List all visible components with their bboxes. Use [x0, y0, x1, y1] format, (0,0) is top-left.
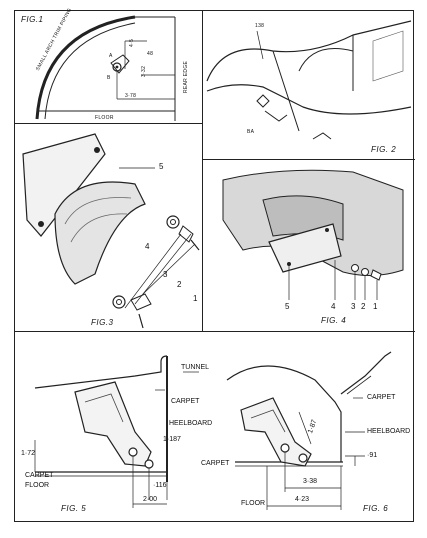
- divider-row2: [15, 331, 415, 333]
- fig1-rear-edge-label: REAR EDGE: [183, 60, 189, 93]
- fig3-callout-1: 1: [193, 294, 198, 303]
- fig3-callout-5: 5: [159, 162, 164, 171]
- fig2-ref-top: 138: [255, 23, 265, 29]
- fig4-callout-4: 4: [331, 302, 336, 311]
- fig5-dim-200: 2·00: [143, 496, 158, 503]
- fig4-callout-2: 2: [361, 302, 366, 311]
- fig6-dim-338: 3·38: [303, 478, 318, 485]
- fig6-carpet-top-label: CARPET: [367, 394, 396, 401]
- fig4-callout-1: 1: [373, 302, 378, 311]
- fig1-dim-bottom: 3·78: [125, 93, 137, 99]
- fig5-tunnel-label: TUNNEL: [181, 364, 210, 371]
- fig4-callout-3: 3: [351, 302, 356, 311]
- fig6-panel: CARPET HEELBOARD 1·87 ·91 CARPET 3·38 4·…: [201, 332, 415, 523]
- fig1-dim-top: 48: [147, 51, 154, 57]
- fig6-carpet-left-label: CARPET: [201, 460, 230, 467]
- fig5-heelboard-label: HEELBOARD: [169, 420, 213, 427]
- fig2-panel: 138 BA FIG. 2: [203, 11, 415, 159]
- fig1-point-a: A: [109, 53, 113, 59]
- fig5-dim-172: 1·72: [21, 450, 36, 457]
- divider-row1-left: [15, 123, 203, 125]
- fig2-drawing: [206, 20, 412, 140]
- fig4-panel: 5 4 3 2 1 FIG. 4: [203, 160, 415, 331]
- fig3-callout-3: 3: [163, 270, 168, 279]
- fig6-drawing: [226, 351, 392, 510]
- fig3-callout-2: 2: [177, 280, 182, 289]
- fig6-dim-91: ·91: [367, 452, 378, 459]
- fig6-heelboard-label: HEELBOARD: [367, 428, 411, 435]
- fig4-callout-5: 5: [285, 302, 290, 311]
- fig5-title: FIG. 5: [61, 504, 87, 513]
- fig1-dim-side: 3·32: [141, 65, 147, 77]
- fig6-floor-label: FLOOR: [241, 500, 266, 507]
- fig5-dim-1187: 1·187: [163, 436, 181, 443]
- fig3-callout-4: 4: [145, 242, 150, 251]
- fig5-carpet-floor-label: CARPET: [25, 472, 54, 479]
- fig4-title: FIG. 4: [321, 316, 347, 325]
- fig1-point-b: B: [107, 75, 111, 81]
- fig1-floor-label: FLOOR: [95, 115, 114, 121]
- fig1-title: FIG.1: [21, 15, 44, 24]
- fig1-drawing: [35, 15, 176, 121]
- fig5-carpet-label: CARPET: [171, 398, 200, 405]
- fig5-floor-label: FLOOR: [25, 482, 50, 489]
- fig5-panel: TUNNEL CARPET HEELBOARD 1·187 1·72 CARPE…: [15, 332, 215, 523]
- fig2-title: FIG. 2: [371, 145, 397, 154]
- fig6-title: FIG. 6: [363, 504, 389, 513]
- fig4-drawing: [222, 169, 404, 300]
- fig2-ref-left: BA: [247, 129, 255, 135]
- fig3-drawing: [22, 133, 200, 329]
- divider-mid-vertical: [202, 123, 204, 331]
- divider-top-vertical: [202, 11, 204, 159]
- fig1-dim-small: 4·5: [129, 38, 135, 47]
- fig3-panel: 5 4 3 2 1 FIG.3: [15, 124, 203, 331]
- fig6-dim-423: 4·23: [295, 496, 310, 503]
- figure-sheet: FIG.1 SMALL ARCH TRIM PIPING REAR EDGE F…: [14, 7, 415, 523]
- fig1-panel: FIG.1 SMALL ARCH TRIM PIPING REAR EDGE F…: [15, 7, 203, 123]
- fig5-dim-116: ·116: [153, 482, 167, 489]
- fig5-drawing: [34, 355, 199, 508]
- fig3-title: FIG.3: [91, 318, 114, 327]
- divider-row1-right: [202, 159, 415, 161]
